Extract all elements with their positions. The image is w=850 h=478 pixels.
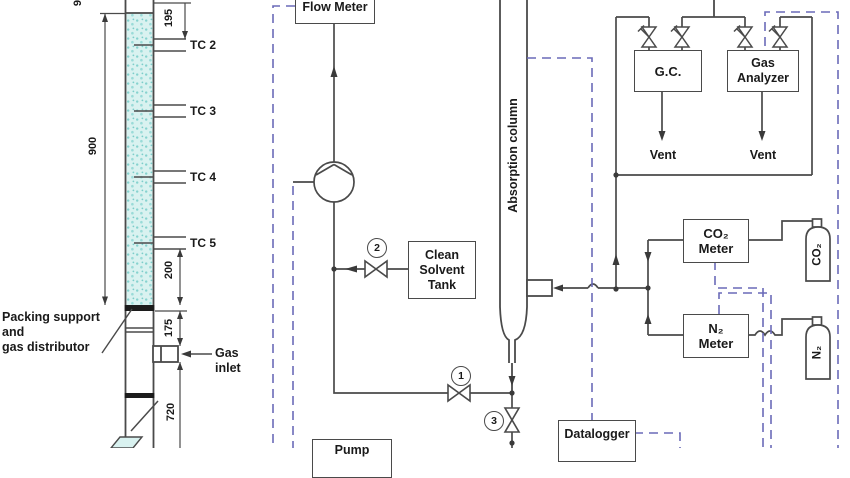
packing-bed [126,13,153,305]
valve-3-icon [503,407,521,422]
n2-cylinder-neck [811,316,823,326]
valve-2-icon [364,259,378,279]
solvent-flow-arrows [330,66,357,273]
valve-1-number: 1 [451,366,471,386]
column-bottom-diagonal [130,400,159,432]
datalogger-box: Datalogger [558,420,636,462]
pump-symbol [313,161,355,203]
bottom-drain-piece [110,436,144,448]
gas-analyzer-box: Gas Analyzer [727,50,799,92]
valve-1-icon [447,383,461,403]
gc-box: G.C. [634,50,702,92]
n2-meter-signal [718,292,772,448]
gas-cylinders [805,218,831,380]
valve-3-number: 3 [484,411,504,431]
column-tc-signal [527,57,593,420]
dim-195: 195 [163,8,176,28]
dim-200: 200 [163,260,176,280]
solvent-flow-meter-box: Solvent Flow Meter [295,0,375,24]
absorption-column-label: Absorption column [506,98,520,213]
column-side-port [526,279,553,297]
gas-inlet-label: Gas inlet [215,346,241,375]
vent-right-label: Vent [749,148,777,162]
datalogger-signal [634,432,681,448]
dim-720: 720 [165,402,178,422]
dim-175: 175 [163,318,176,338]
packed-column-drawing [100,0,212,448]
co2-cylinder-label: CO₂ [811,243,824,266]
sampling-needle-valves [637,24,789,48]
solvent-piping [293,23,513,448]
packing-support-band [124,305,155,311]
co2-meter-signal [714,261,764,448]
tc4-label: TC 4 [190,170,217,184]
co2-cylinder-body [805,226,831,282]
gas-analyzer-signal [764,11,839,448]
signal-lines [272,5,839,448]
tc2-label: TC 2 [190,38,217,52]
gas-inlet-stub [152,345,179,363]
valve-2-number: 2 [367,238,387,258]
thermocouple-taps [134,38,186,250]
tc5-label: TC 5 [190,236,217,250]
co2-cylinder-neck [811,218,823,228]
valve-symbols [364,259,521,433]
dimension-arrows [102,13,188,370]
n2-meter-box: N₂ Meter [683,314,749,358]
packing-support-label: Packing support and gas distributor [2,310,100,354]
analysis-flow-arrows [612,131,766,324]
tc3-label: TC 3 [190,104,217,118]
junction-dots [331,172,651,446]
flowmeter-signal [272,5,295,448]
pump-box: Pump [312,439,392,478]
co2-meter-box: CO₂ Meter [683,219,749,263]
absorption-column-outline [499,0,715,393]
support-leader-line [101,308,133,354]
n2-cylinder-body [805,324,831,380]
vent-left-label: Vent [649,148,677,162]
analysis-piping [615,16,813,337]
dim-900: 900 [87,136,100,156]
n2-cylinder-label: N₂ [811,345,824,360]
piping-linework [100,0,839,448]
clean-solvent-tank-box: Clean Solvent Tank [408,241,476,299]
dim-90: 90 [72,0,85,7]
